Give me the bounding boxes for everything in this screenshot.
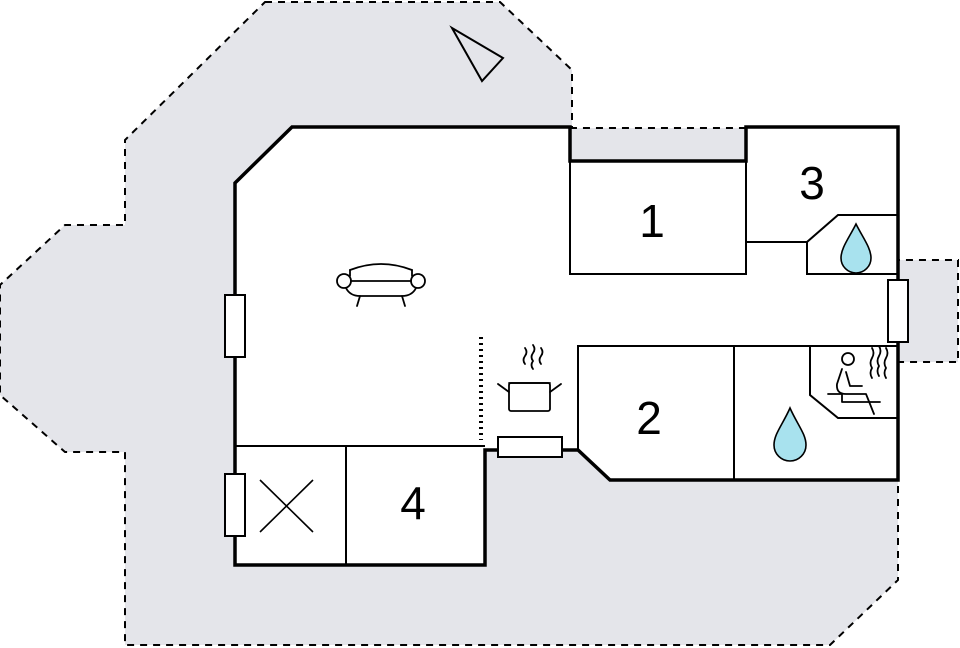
sofa-icon (336, 263, 426, 307)
water-drop-icon (773, 406, 807, 462)
window-east (887, 279, 909, 343)
north-arrow-icon (449, 25, 505, 83)
cross-mark-icon (259, 479, 314, 533)
room-3-label: 3 (799, 157, 825, 209)
window-west (224, 294, 246, 358)
window-south (497, 436, 563, 458)
interior-walls (235, 161, 898, 565)
room-4-label: 4 (400, 477, 426, 529)
windows (224, 279, 909, 537)
water-drop-icon (840, 222, 872, 274)
room-2-walls (577, 345, 898, 450)
room-1-walls (569, 161, 747, 275)
sauna-icon (827, 345, 889, 415)
room-2-label: 2 (636, 392, 662, 444)
room-1-label: 1 (639, 195, 665, 247)
bathroom-1-walls (806, 214, 898, 275)
window-room-4 (224, 473, 246, 537)
house-outline (233, 125, 900, 567)
sauna-walls (809, 346, 898, 419)
cooking-pot-icon (497, 344, 562, 412)
